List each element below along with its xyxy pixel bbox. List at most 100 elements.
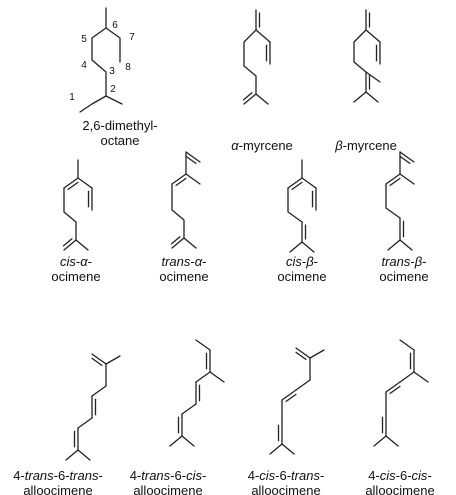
chain-bond bbox=[195, 371, 211, 383]
methyl-bond bbox=[385, 435, 399, 447]
structure-4c6c-alloocimene bbox=[373, 339, 429, 447]
atom-number: 4 bbox=[81, 60, 87, 71]
double-bond-line bbox=[67, 181, 79, 190]
methyl-bond bbox=[209, 371, 225, 383]
label-segment: cis bbox=[259, 468, 275, 483]
label-segment: alloocimene bbox=[23, 483, 92, 495]
internal-double-bond bbox=[63, 177, 79, 189]
structure-4t6c-alloocimene bbox=[169, 339, 225, 447]
methyl-bond bbox=[183, 237, 197, 249]
chain-bond bbox=[91, 385, 107, 397]
label-line: alloocimene bbox=[251, 483, 320, 495]
internal-double-bond bbox=[171, 173, 187, 185]
label-segment: alloocimene bbox=[133, 483, 202, 495]
label-segment: -6- bbox=[275, 468, 291, 483]
methyl-bond bbox=[373, 435, 387, 447]
bond-layer bbox=[62, 7, 429, 461]
structure-4t6t-alloocimene bbox=[65, 353, 121, 461]
methyl-bond bbox=[399, 339, 415, 351]
internal-double-bond bbox=[385, 381, 401, 393]
label-line: 2,6-dimethyl- bbox=[82, 118, 157, 133]
compound-label-trans-beta-ocimene: trans-β-ocimene bbox=[379, 254, 428, 284]
double-bond-line bbox=[170, 236, 181, 245]
label-line: cis-β- bbox=[286, 254, 318, 269]
label-segment: - bbox=[190, 254, 194, 269]
double-bond-line bbox=[399, 155, 411, 164]
chain-bond bbox=[399, 371, 415, 383]
structure-trans-alpha-ocimene bbox=[170, 151, 201, 249]
internal-double-bond bbox=[281, 389, 297, 401]
methyl-bond bbox=[105, 355, 121, 365]
label-segment: -6- bbox=[170, 468, 186, 483]
chain-bond bbox=[295, 379, 311, 391]
label-segment: - bbox=[202, 468, 206, 483]
label-segment: trans bbox=[25, 468, 54, 483]
double-bond-line bbox=[175, 177, 187, 186]
label-segment: α bbox=[80, 254, 88, 269]
double-bond-line bbox=[389, 385, 401, 394]
methyl-bond bbox=[169, 435, 183, 447]
label-segment: -myrcene bbox=[343, 138, 397, 153]
methyl-bond bbox=[399, 173, 415, 185]
methyl-bond bbox=[65, 449, 79, 461]
label-line: ocimene bbox=[51, 269, 100, 284]
label-line: alloocimene bbox=[365, 483, 434, 495]
methyl-bond bbox=[255, 93, 269, 105]
double-bond-line bbox=[285, 393, 297, 402]
methyl-bond bbox=[195, 339, 211, 351]
label-segment: ocimene bbox=[379, 269, 428, 284]
compound-label-cis-alpha-ocimene: cis-α-ocimene bbox=[51, 254, 100, 284]
label-segment: cis bbox=[412, 468, 428, 483]
structure-trans-beta-ocimene bbox=[385, 151, 415, 251]
terminal-double-bond bbox=[91, 353, 107, 365]
structure-4c6t-alloocimene bbox=[269, 347, 325, 455]
label-segment: α bbox=[195, 254, 203, 269]
methyl-branch bbox=[105, 95, 123, 105]
label-segment: - bbox=[422, 254, 426, 269]
compound-label-alpha-myrcene: α-myrcene bbox=[231, 138, 293, 153]
chain-bond bbox=[181, 403, 197, 415]
label-segment: cis bbox=[286, 254, 302, 269]
isopropenyl-double-bond bbox=[243, 93, 257, 105]
label-line: 4-trans-6-cis- bbox=[130, 468, 207, 483]
label-line: alloocimene bbox=[133, 483, 202, 495]
label-line: β-myrcene bbox=[334, 138, 397, 153]
label-segment: 4- bbox=[248, 468, 260, 483]
methyl-bond bbox=[399, 239, 413, 251]
label-segment: ocimene bbox=[51, 269, 100, 284]
label-segment: ocimene bbox=[277, 269, 326, 284]
compound-label-4t6c-alloocimene: 4-trans-6-cis-alloocimene bbox=[130, 468, 207, 495]
terminal-double-bond bbox=[295, 347, 311, 359]
compound-label-cis-beta-ocimene: cis-β-ocimene bbox=[277, 254, 326, 284]
double-bond-line bbox=[291, 181, 303, 190]
label-segment: -6- bbox=[396, 468, 412, 483]
methyl-bond bbox=[309, 349, 325, 359]
label-segment: β bbox=[414, 254, 423, 269]
structure-beta-myrcene bbox=[353, 9, 381, 103]
label-segment: -6- bbox=[54, 468, 70, 483]
label-segment: - bbox=[410, 254, 414, 269]
label-segment: - bbox=[314, 254, 318, 269]
vinyl-single-bond bbox=[77, 177, 93, 189]
compound-label-trans-alpha-ocimene: trans-α-ocimene bbox=[159, 254, 208, 284]
double-bond-line bbox=[389, 177, 401, 186]
label-segment: trans bbox=[70, 468, 99, 483]
methyl-bond bbox=[281, 443, 295, 455]
structure-dimethyloctane bbox=[79, 7, 123, 113]
isopropenyl-double-bond bbox=[63, 239, 77, 251]
label-segment: - bbox=[98, 468, 102, 483]
vinyl-single-bond bbox=[365, 29, 381, 43]
structure-cis-beta-ocimene bbox=[287, 159, 317, 253]
label-line: 4-trans-6-trans- bbox=[13, 468, 103, 483]
compound-label-beta-myrcene: β-myrcene bbox=[334, 138, 397, 153]
structure-cis-alpha-ocimene bbox=[62, 159, 93, 251]
label-segment: - bbox=[76, 254, 80, 269]
double-bond-line bbox=[185, 155, 197, 164]
label-segment: 2,6-dimethyl- bbox=[82, 118, 157, 133]
atom-number: 3 bbox=[109, 66, 115, 77]
methyl-bond bbox=[387, 239, 401, 251]
label-segment: ocimene bbox=[159, 269, 208, 284]
methyl-bond bbox=[413, 371, 429, 383]
